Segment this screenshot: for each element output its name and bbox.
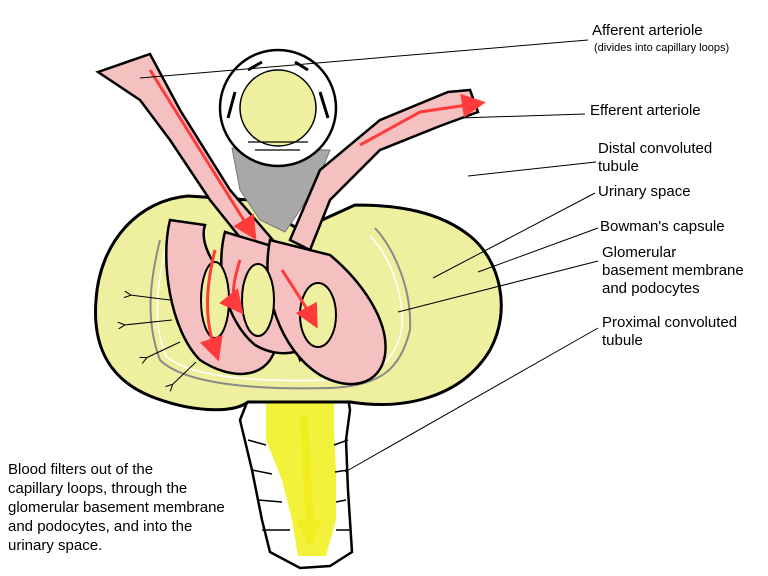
label-basement-membrane: Glomerular basement membrane and podocyt… <box>602 244 744 297</box>
leader-lines <box>139 39 599 473</box>
juxtaglomerular-cells <box>231 147 331 233</box>
capillary-loops <box>165 218 387 386</box>
label-efferent-arteriole: Efferent arteriole <box>590 102 701 119</box>
efferent-arteriole <box>288 88 486 252</box>
label-urinary-space: Urinary space <box>598 183 691 200</box>
label-afferent-note: (divides into capillary loops) <box>594 42 730 54</box>
proximal-tubule <box>238 396 354 570</box>
label-bowmans-capsule: Bowman's capsule <box>600 218 725 235</box>
filtration-caption: Blood filters out of the capillary loops… <box>8 461 225 554</box>
label-distal-tubule: Distal convoluted tubule <box>598 140 713 175</box>
label-proximal-tubule: Proximal convoluted tubule <box>602 314 738 349</box>
filtration-arrows <box>124 295 197 385</box>
label-afferent-arteriole: Afferent arteriole <box>592 22 703 39</box>
distal-tubule <box>218 48 338 168</box>
